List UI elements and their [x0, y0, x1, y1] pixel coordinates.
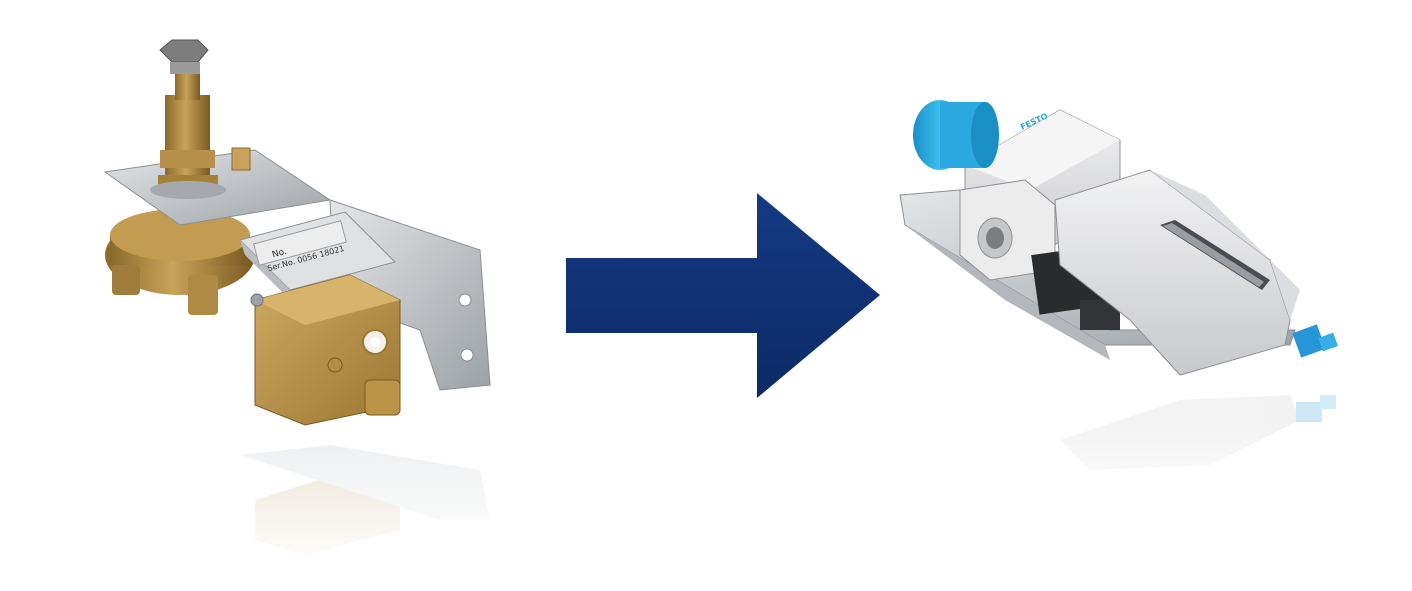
filter-regulator-image: FESTO — [899, 100, 1350, 530]
right-arrow-icon — [566, 193, 880, 398]
regulator-label-line-1: No. — [271, 247, 288, 261]
brass-regulator-image: No. Ser.No. 0056 18021 — [103, 39, 510, 570]
